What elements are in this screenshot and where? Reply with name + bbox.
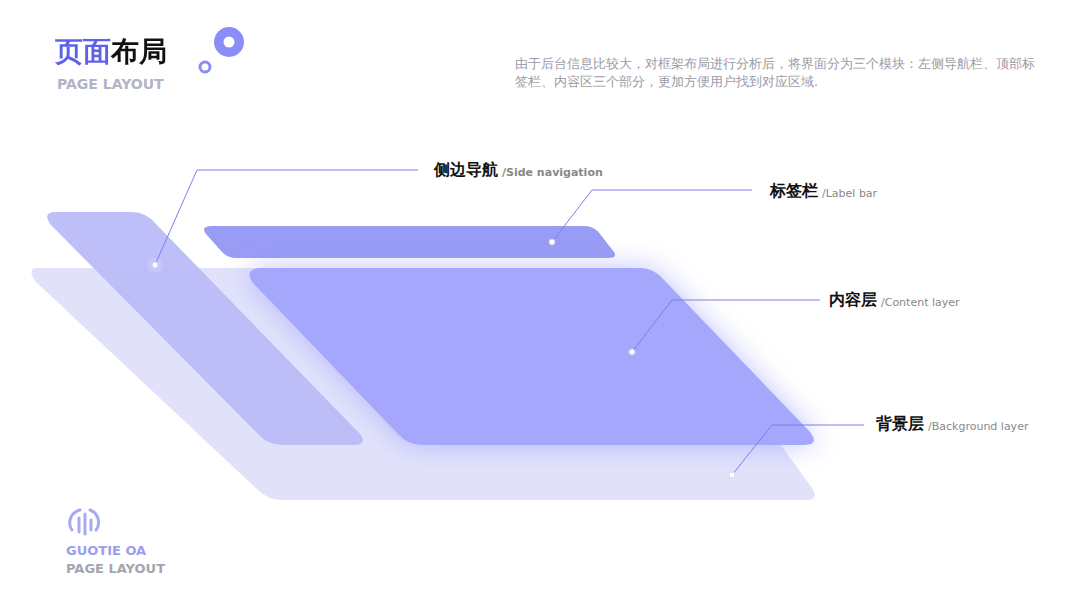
description: 由于后台信息比较大，对框架布局进行分析后，将界面分为三个模块：左侧导航栏、顶部标… (515, 55, 1040, 91)
logo-icon (70, 510, 99, 534)
subtitle: PAGE LAYOUT (57, 76, 164, 92)
label-bar-layer (204, 226, 615, 258)
content-glow (250, 268, 814, 445)
layer-label: 内容层 (829, 290, 877, 311)
layer-sublabel: /Background layer (928, 420, 1028, 433)
logo-name: GUOTIE OA (66, 543, 146, 558)
logo-subtitle: PAGE LAYOUT (66, 561, 165, 576)
content-layer (250, 268, 814, 445)
layer-sublabel: /Side navigation (502, 166, 603, 179)
layer-sublabel: /Label bar (822, 187, 877, 200)
leader-lines (155, 170, 864, 475)
layer-label: 标签栏 (770, 181, 818, 202)
leader-dots (150, 239, 735, 478)
layer-sublabel: /Content layer (881, 296, 960, 309)
title-decoration (214, 27, 244, 57)
layer-label: 背景层 (876, 414, 924, 435)
layer-label: 侧边导航 (434, 160, 498, 181)
page-title: 页面布局 (55, 34, 167, 70)
